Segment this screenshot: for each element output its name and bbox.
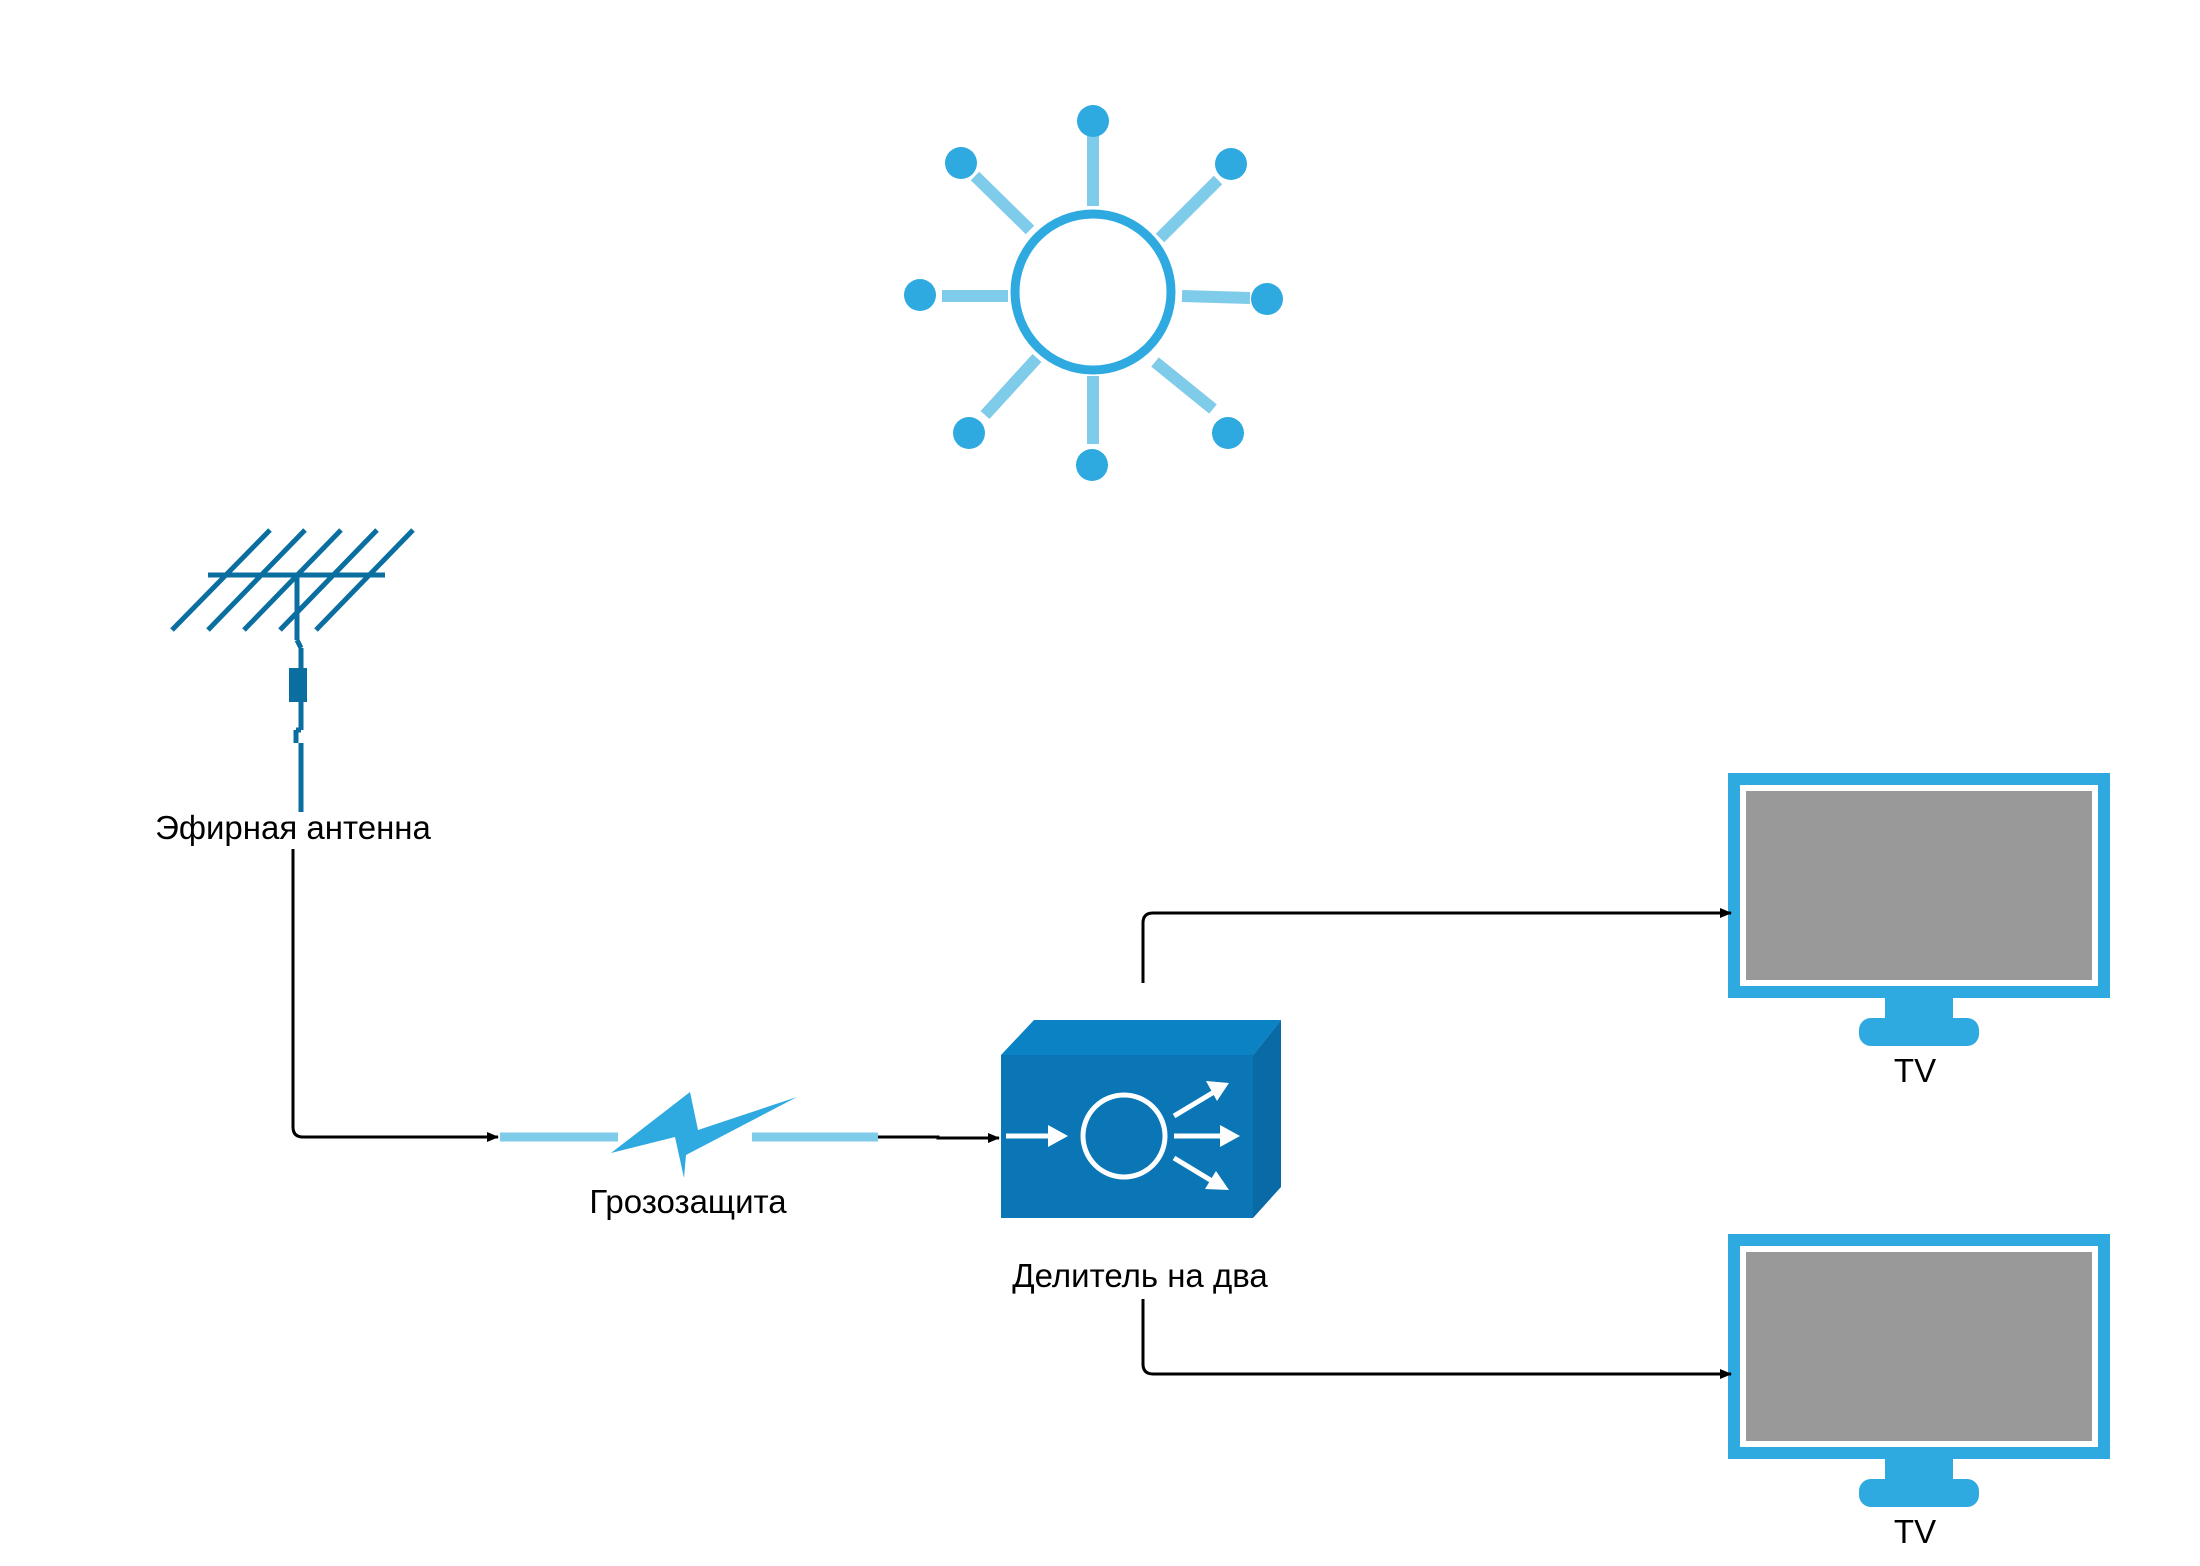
connector-protection-to-splitter (878, 1133, 1000, 1143)
tv-icon (1728, 773, 2110, 1046)
lightning-icon (500, 1092, 878, 1178)
tv-icon (1728, 1234, 2110, 1507)
splitter-label: Делитель на два (1012, 1257, 1268, 1294)
connector-splitter-to-tv-top (1141, 908, 1732, 983)
lightning-protection-label: Грозозащита (589, 1183, 787, 1220)
connector-antenna-to-protection (291, 849, 499, 1142)
connector-splitter-to-tv-bottom (1141, 1299, 1732, 1379)
tv-bottom-label: TV (1894, 1513, 1936, 1550)
tv-top-label: TV (1894, 1052, 1936, 1089)
splitter-icon (1001, 1020, 1281, 1218)
antenna-icon (170, 528, 415, 812)
antenna-label: Эфирная антенна (155, 809, 431, 846)
network-hub-icon (904, 105, 1283, 481)
